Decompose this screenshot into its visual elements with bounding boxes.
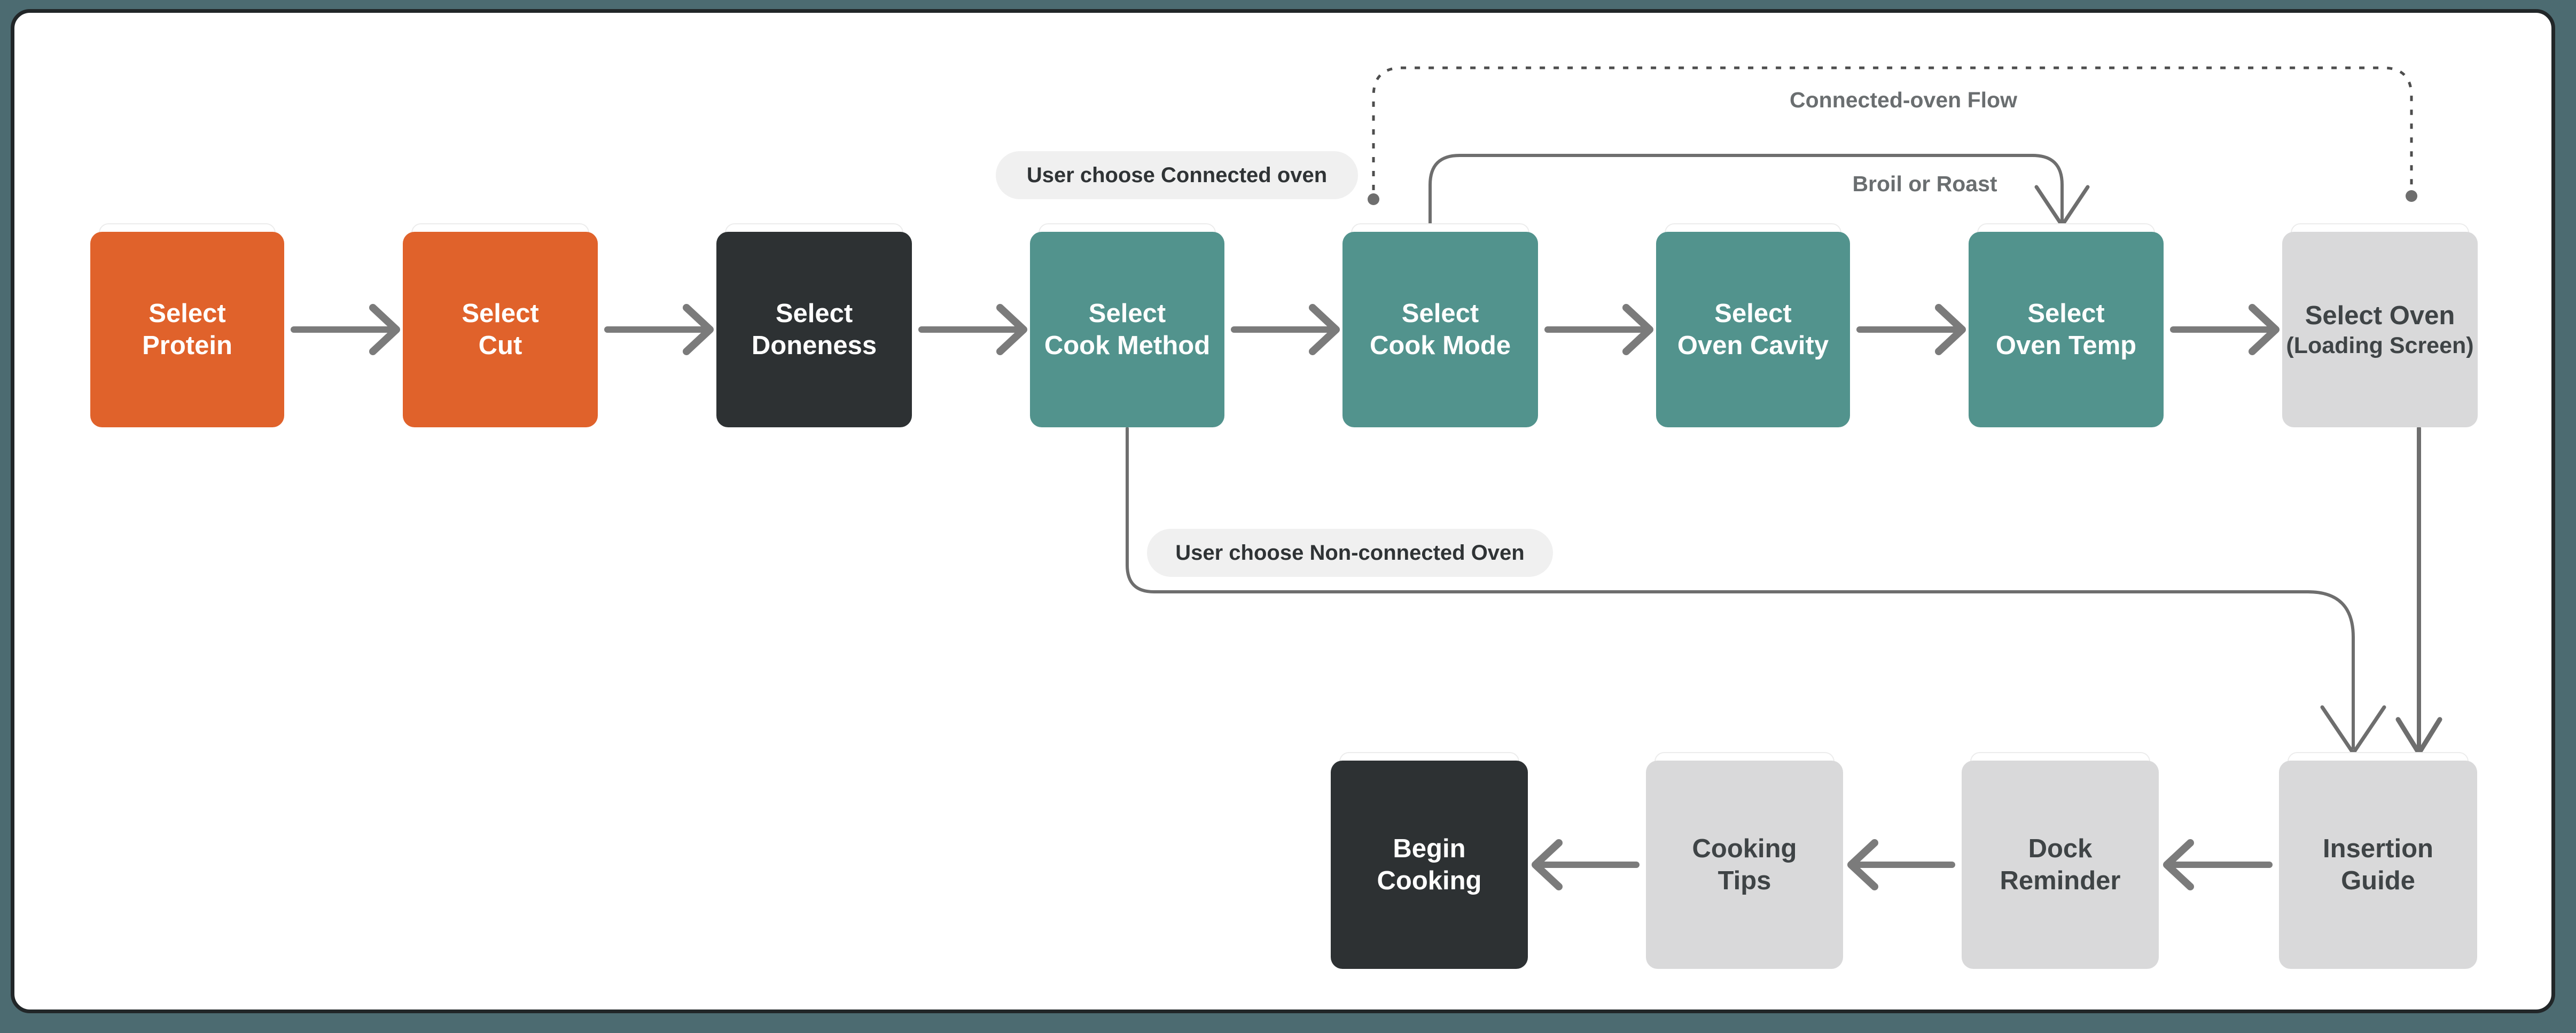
flow-node-select-doneness[interactable]: Select Doneness — [716, 223, 912, 427]
dotted-endpoint-right — [2406, 190, 2417, 202]
edge-label-connected-oven-flow: Connected-oven Flow — [1790, 88, 2017, 112]
arrowhead-cookmethod-to-cookmode — [1309, 304, 1340, 355]
node-box: Insertion Guide — [2279, 761, 2477, 969]
arrowhead-oventemp-to-selectoven — [2249, 304, 2280, 355]
node-label: Select Protein — [142, 299, 232, 360]
node-box: Select Doneness — [716, 232, 912, 427]
flow-node-select-oven-cavity[interactable]: Select Oven Cavity — [1656, 223, 1850, 427]
node-box: Select Cook Method — [1030, 232, 1224, 427]
node-label: Select Cook Mode — [1369, 299, 1511, 360]
arrowhead-cookingtips-to-begincooking — [1532, 839, 1563, 890]
node-box: Select Cut — [403, 232, 598, 427]
node-label: Select Oven — [2305, 301, 2455, 330]
arrowhead-dockreminder-to-cookingtips — [1847, 839, 1878, 890]
node-label: Cooking Tips — [1692, 834, 1797, 895]
node-label: Begin Cooking — [1377, 834, 1482, 895]
node-box: Select Protein — [90, 232, 284, 427]
node-box: Begin Cooking — [1331, 761, 1528, 969]
arrowhead-doneness-to-cookmethod — [996, 304, 1027, 355]
node-sublabel: (Loading Screen) — [2286, 333, 2474, 358]
node-label: Select Cut — [462, 299, 539, 360]
pill-user-choose-connected-oven[interactable]: User choose Connected oven — [996, 151, 1358, 199]
flow-node-begin-cooking[interactable]: Begin Cooking — [1331, 752, 1528, 969]
flow-node-select-oven-loading-screen[interactable]: Select Oven (Loading Screen) — [2282, 223, 2478, 427]
node-box: Select Oven (Loading Screen) — [2282, 232, 2478, 427]
arrowhead-ovencavity-to-oventemp — [1935, 304, 1966, 355]
connector-broil-or-roast — [1428, 154, 2064, 233]
flow-node-cooking-tips[interactable]: Cooking Tips — [1646, 752, 1843, 969]
arrowhead-cut-to-doneness — [683, 304, 714, 355]
connector-connected-oven-flow-dotted — [1372, 66, 2413, 190]
node-box: Cooking Tips — [1646, 761, 1843, 969]
arrowhead-cookmode-to-ovencavity — [1622, 304, 1653, 355]
pill-user-choose-non-connected-oven[interactable]: User choose Non-connected Oven — [1147, 529, 1553, 577]
connector-non-connected-flow — [1126, 427, 2355, 749]
node-label: Select Doneness — [751, 299, 877, 360]
flow-node-select-cook-method[interactable]: Select Cook Method — [1030, 223, 1224, 427]
flow-node-select-cut[interactable]: Select Cut — [403, 223, 598, 427]
node-label: Insertion Guide — [2323, 834, 2433, 895]
dotted-endpoint-left — [1368, 193, 1379, 205]
node-box: Select Oven Cavity — [1656, 232, 1850, 427]
node-box: Dock Reminder — [1962, 761, 2159, 969]
node-label: Dock Reminder — [2000, 834, 2121, 895]
flow-node-select-cook-mode[interactable]: Select Cook Mode — [1342, 223, 1538, 427]
node-label: Select Oven Temp — [1995, 299, 2137, 360]
arrowhead-insertionguide-to-dockreminder — [2163, 839, 2194, 890]
flow-node-dock-reminder[interactable]: Dock Reminder — [1962, 752, 2159, 969]
node-label: Select Oven Cavity — [1677, 299, 1829, 360]
node-box: Select Cook Mode — [1342, 232, 1538, 427]
edge-label-broil-or-roast: Broil or Roast — [1852, 171, 1997, 196]
flow-node-select-protein[interactable]: Select Protein — [90, 223, 284, 427]
flow-node-select-oven-temp[interactable]: Select Oven Temp — [1969, 223, 2164, 427]
arrowhead-protein-to-cut — [369, 304, 400, 355]
node-label: Select Cook Method — [1044, 299, 1211, 360]
node-box: Select Oven Temp — [1969, 232, 2164, 427]
flow-node-insertion-guide[interactable]: Insertion Guide — [2279, 752, 2477, 969]
